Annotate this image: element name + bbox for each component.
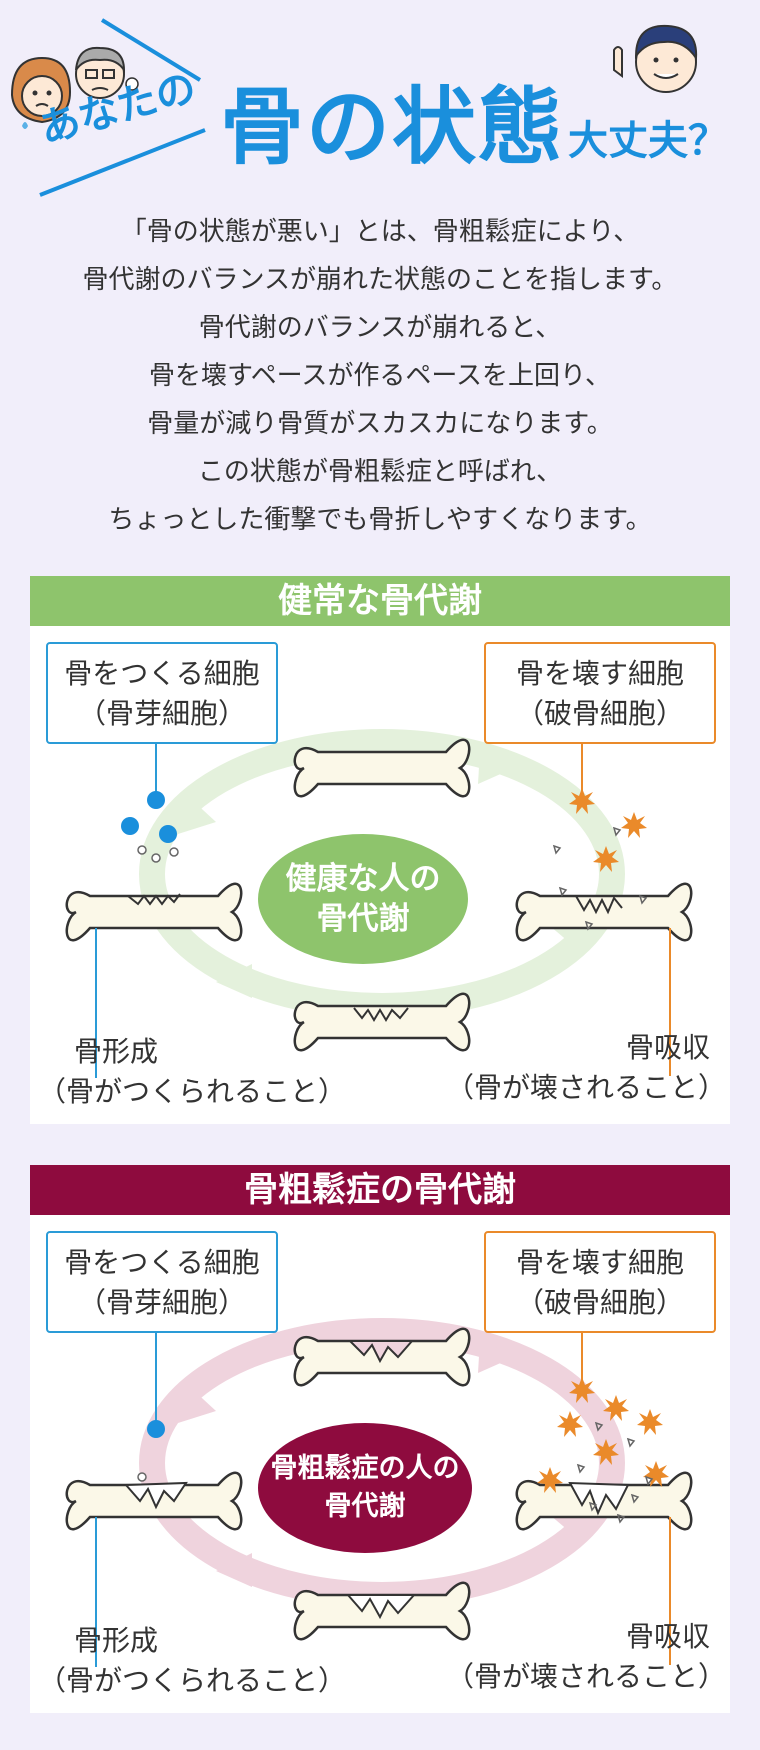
center-label-line: 健康な人の	[285, 861, 441, 897]
osteoclast-cell	[593, 1439, 619, 1465]
osteoclast-label-box: 骨を壊す細胞 （破骨細胞）	[484, 642, 716, 744]
healthy-metabolism-panel: 健常な骨代謝	[30, 576, 730, 1124]
header: あなたの 骨の状態 大丈夫？	[0, 0, 760, 200]
bone-fragment	[584, 920, 594, 931]
pointing-man-icon	[613, 24, 698, 93]
process-desc: （骨が壊されること）	[445, 1071, 726, 1104]
panel-title: 骨粗鬆症の骨代謝	[30, 1165, 730, 1215]
panel-title: 健常な骨代謝	[30, 576, 730, 626]
osteoclast-label-box: 骨を壊す細胞 （破骨細胞）	[484, 1231, 716, 1333]
osteoblast-label-box: 骨をつくる細胞 （骨芽細胞）	[46, 642, 278, 744]
osteoclast-cell	[637, 1409, 663, 1435]
cell-label: 骨をつくる細胞	[64, 657, 260, 690]
cell-label: 骨を壊す細胞	[515, 1246, 684, 1279]
bone-fragment	[612, 826, 622, 837]
osteoclast-cell	[593, 846, 619, 872]
intro-text: 「骨の状態が悪い」とは、骨粗鬆症により、 骨代謝のバランスが崩れた状態のことを指…	[20, 208, 740, 544]
bone-fragment	[594, 1421, 604, 1432]
cycle-arrow	[178, 798, 216, 834]
osteoclast-cell	[569, 1377, 595, 1403]
formation-label: 骨形成 （骨がつくられること）	[38, 1621, 346, 1701]
osteoblast-label-box: 骨をつくる細胞 （骨芽細胞）	[46, 1231, 278, 1333]
bone-crack	[127, 893, 181, 906]
intro-line: 骨代謝のバランスが崩れると、	[198, 313, 562, 343]
healthy-cycle-diagram	[65, 729, 693, 1078]
osteoclast-cell	[557, 1411, 583, 1437]
center-label-line: 骨代謝	[316, 901, 410, 937]
osteoblast-cell	[147, 791, 165, 809]
bone-fragment	[588, 1501, 598, 1512]
osteoclast-cell	[603, 1395, 629, 1421]
process-desc: （骨がつくられること）	[38, 1664, 347, 1697]
intro-line: この状態が骨粗鬆症と呼ばれ、	[197, 457, 563, 487]
bone-fragment	[644, 1475, 654, 1486]
osteoporosis-cycle-diagram	[65, 1318, 693, 1667]
page-title: 骨の状態	[220, 78, 565, 176]
process-name: 骨形成	[74, 1624, 159, 1657]
center-label: 健康な人の 骨代謝	[258, 834, 468, 964]
intro-line: ちょっとした衝撃でも骨折しやすくなります。	[108, 505, 652, 535]
center-label-line: 骨代謝	[324, 1491, 406, 1522]
intro-line: 骨代謝のバランスが崩れた状態のことを指します。	[82, 265, 678, 295]
bone-crack	[123, 1481, 188, 1510]
worried-man-icon	[75, 46, 139, 99]
intro-line: 骨量が減り骨質がスカスカになります。	[147, 409, 613, 439]
resorption-label: 骨吸収 （骨が壊されること）	[438, 1028, 726, 1108]
osteoblast-cell	[147, 1420, 165, 1438]
osteoblast-cell	[121, 817, 139, 835]
osteoclast-cell	[643, 1461, 669, 1487]
cell-label-sub: （骨芽細胞）	[77, 1286, 246, 1319]
bone-particle	[137, 845, 147, 855]
bone-fragment	[576, 1463, 586, 1474]
cycle-arrow	[478, 1339, 514, 1373]
cell-label-sub: （破骨細胞）	[515, 1286, 684, 1319]
center-label-line: 骨粗鬆症の人の	[270, 1453, 460, 1484]
bone-crack	[345, 1594, 417, 1620]
bone-fragment	[616, 1513, 626, 1524]
cycle-arrow	[216, 1553, 252, 1587]
bone-crack	[568, 1481, 630, 1516]
process-name: 骨形成	[74, 1035, 159, 1068]
bone-particle	[137, 1472, 147, 1482]
osteoclast-cell	[569, 788, 595, 814]
cycle-arrow	[478, 750, 514, 784]
bone-particle	[151, 853, 161, 863]
osteoclast-cell	[537, 1467, 563, 1493]
intro-line: 骨を壊すペースが作るペースを上回り、	[148, 361, 612, 391]
bone-fragment	[638, 894, 648, 905]
bone-fragment	[626, 1437, 636, 1448]
bone-fragment	[552, 844, 562, 855]
intro-line: 「骨の状態が悪い」とは、骨粗鬆症により、	[120, 217, 640, 247]
title-suffix: 大丈夫？	[568, 118, 728, 164]
header-decoration	[10, 18, 698, 197]
osteoclast-cell	[621, 812, 647, 838]
cycle-arrow	[216, 964, 252, 998]
bone-crack	[353, 1007, 409, 1022]
process-desc: （骨が壊されること）	[445, 1660, 726, 1693]
cycle-arrow	[178, 1387, 216, 1423]
bone-fragment	[558, 886, 568, 897]
cell-label-sub: （骨芽細胞）	[77, 697, 246, 730]
cell-label: 骨をつくる細胞	[64, 1246, 260, 1279]
osteoporosis-metabolism-panel: 骨粗鬆症の骨代謝	[30, 1165, 730, 1713]
process-desc: （骨がつくられること）	[38, 1075, 347, 1108]
osteoblast-cell	[159, 825, 177, 843]
bone-particle	[169, 847, 179, 857]
worried-woman-icon	[10, 56, 72, 129]
bone-fragment	[630, 1493, 640, 1504]
cell-label-sub: （破骨細胞）	[515, 697, 684, 730]
process-name: 骨吸収	[625, 1620, 710, 1653]
process-name: 骨吸収	[625, 1031, 710, 1064]
formation-label: 骨形成 （骨がつくられること）	[38, 1032, 346, 1112]
cell-label: 骨を壊す細胞	[515, 657, 684, 690]
center-label: 骨粗鬆症の人の 骨代謝	[258, 1423, 472, 1553]
resorption-label: 骨吸収 （骨が壊されること）	[438, 1617, 726, 1697]
bone-crack	[347, 1340, 415, 1364]
bone-crack	[575, 895, 623, 915]
